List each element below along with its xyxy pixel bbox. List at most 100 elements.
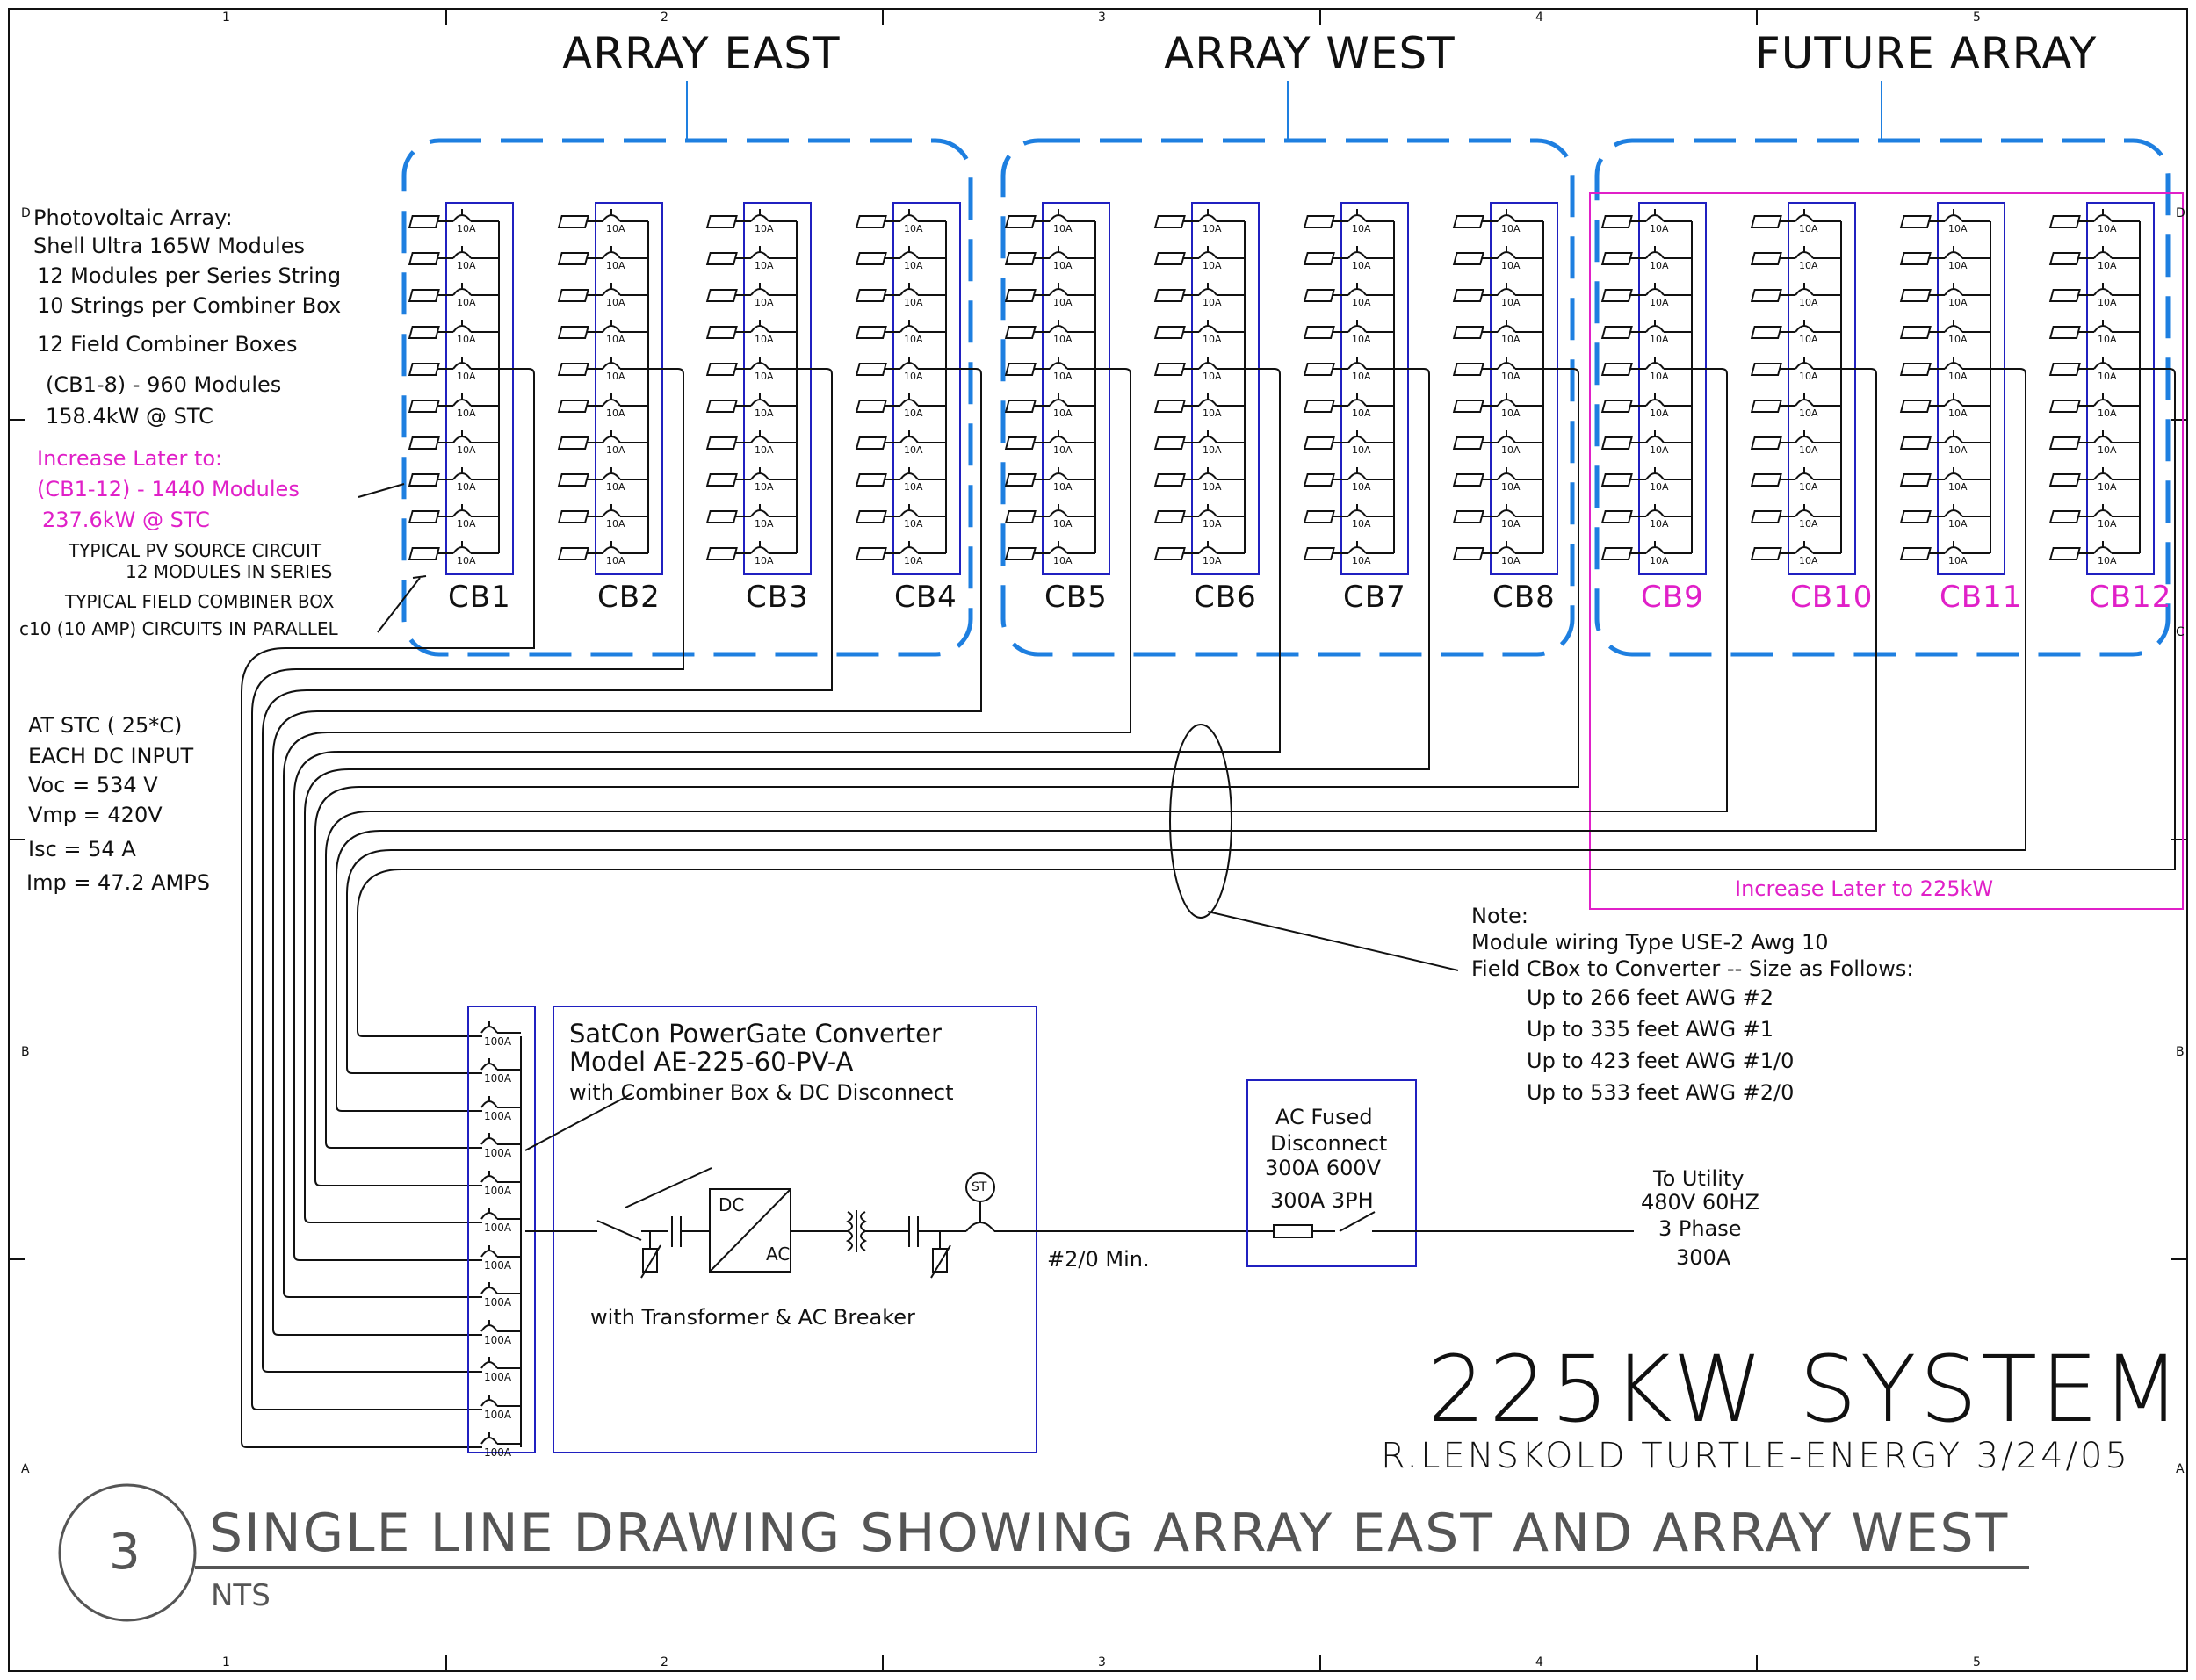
breaker-rating-label: 10A [1948, 260, 1968, 271]
breaker-rating-label: 10A [1799, 444, 1818, 456]
wiring-note-heading: Note: [1471, 904, 1528, 928]
breaker-rating-label: 10A [1352, 297, 1371, 308]
breaker-rating-label: 10A [457, 518, 476, 530]
cb1-label: CB1 [448, 580, 511, 615]
breaker-rating-label: 10A [1053, 223, 1073, 234]
input-breaker-rating-label: 100A [484, 1147, 512, 1159]
breaker-rating-label: 10A [1053, 260, 1073, 271]
ac-disconnect-line-1: AC Fused [1275, 1105, 1373, 1129]
breaker-rating-label: 10A [1650, 518, 1669, 530]
breaker-rating-label: 10A [457, 407, 476, 419]
breaker-rating-label: 10A [457, 297, 476, 308]
breaker-rating-label: 10A [1650, 334, 1669, 345]
ac-fused-disconnect [1246, 1079, 1417, 1267]
cb7-label: CB7 [1343, 580, 1406, 615]
breaker-rating-label: 10A [1352, 481, 1371, 493]
breaker-rating-label: 10A [1352, 444, 1371, 456]
future-array-region [1594, 138, 2171, 657]
breaker-rating-label: 10A [1053, 555, 1073, 566]
breaker-rating-label: 10A [457, 334, 476, 345]
utility-amps: 300A [1676, 1245, 1731, 1270]
breaker-rating-label: 10A [2098, 260, 2117, 271]
breaker-rating-label: 10A [1352, 223, 1371, 234]
breaker-rating-label: 10A [1948, 371, 1968, 382]
breaker-rating-label: 10A [1799, 555, 1818, 566]
breaker-rating-label: 10A [904, 371, 923, 382]
input-breaker-rating-label: 100A [484, 1371, 512, 1383]
array-east-title: ARRAY EAST [562, 28, 841, 79]
home-run-cb6 [293, 368, 1281, 1261]
breaker-rating-label: 10A [606, 371, 625, 382]
breaker-rating-label: 10A [1352, 371, 1371, 382]
breaker-rating-label: 10A [1650, 297, 1669, 308]
breaker-rating-label: 10A [1501, 481, 1521, 493]
grid-col-1-bottom: 1 [222, 1655, 230, 1669]
breaker-rating-label: 10A [457, 481, 476, 493]
grid-col-1-top: 1 [222, 11, 230, 25]
stc-vmp: Vmp = 420V [28, 803, 163, 827]
converter-transformer: with Transformer & AC Breaker [590, 1305, 915, 1330]
breaker-rating-label: 10A [1799, 297, 1818, 308]
increase-module-count: (CB1-12) - 1440 Modules [37, 477, 300, 501]
utility-phase: 3 Phase [1658, 1216, 1742, 1241]
home-run-cb11 [346, 368, 2026, 1074]
grid-row-d-right: D [2176, 206, 2185, 220]
grid-col-5-bottom: 5 [1973, 1655, 1981, 1669]
breaker-rating-label: 10A [904, 555, 923, 566]
breaker-rating-label: 10A [1352, 334, 1371, 345]
cb4-label: CB4 [894, 580, 957, 615]
breaker-rating-label: 10A [1650, 371, 1669, 382]
grid-col-4-top: 4 [1535, 11, 1543, 25]
wire-size-2: Up to 335 feet AWG #1 [1527, 1017, 1774, 1042]
breaker-rating-label: 10A [755, 334, 774, 345]
wire-size-3: Up to 423 feet AWG #1/0 [1527, 1049, 1795, 1073]
combiner-boxes: 10A 10A 10A 10A 10A 10A 10A 10A 10A 10A 10A 10A 10A 1… [408, 202, 2155, 575]
breaker-rating-label: 10A [1501, 260, 1521, 271]
breaker-rating-label: 10A [904, 223, 923, 234]
breaker-rating-label: 10A [1650, 555, 1669, 566]
inverter-ac-label: AC [766, 1244, 791, 1265]
breaker-rating-label: 10A [1501, 444, 1521, 456]
breaker-rating-label: 10A [457, 555, 476, 566]
breaker-rating-label: 10A [1799, 371, 1818, 382]
system-title: 225KW SYSTEM [1427, 1336, 2185, 1443]
breaker-rating-label: 10A [755, 297, 774, 308]
breaker-rating-label: 10A [1799, 334, 1818, 345]
breaker-rating-label: 10A [457, 444, 476, 456]
field-combiner-circuits: c10 (10 AMP) CIRCUITS IN PARALLEL [19, 618, 338, 639]
converter-model: Model AE-225-60-PV-A [569, 1047, 854, 1077]
home-run-cb2 [251, 368, 684, 1410]
ac-disconnect-line-4: 300A 3PH [1270, 1188, 1374, 1213]
grid-row-c-right: C [2176, 625, 2185, 639]
converter-combiner: with Combiner Box & DC Disconnect [569, 1080, 954, 1105]
pv-field-boxes: 12 Field Combiner Boxes [37, 332, 298, 357]
wire-size-4: Up to 533 feet AWG #2/0 [1527, 1080, 1795, 1105]
breaker-rating-label: 10A [1053, 334, 1073, 345]
breaker-rating-label: 10A [2098, 555, 2117, 566]
wire-bundle-marker [1169, 724, 1232, 919]
future-increase-note: Increase Later to 225kW [1735, 876, 1994, 901]
breaker-rating-label: 10A [606, 444, 625, 456]
breaker-rating-label: 10A [904, 518, 923, 530]
breaker-rating-label: 10A [1501, 518, 1521, 530]
breaker-rating-label: 10A [1053, 371, 1073, 382]
cb12-label: CB12 [2089, 580, 2172, 615]
utility-voltage: 480V 60HZ [1641, 1190, 1759, 1215]
breaker-rating-label: 10A [904, 260, 923, 271]
drawing-scale: NTS [211, 1578, 271, 1613]
cb5-label: CB5 [1044, 580, 1108, 615]
breaker-rating-label: 10A [1203, 444, 1222, 456]
breaker-rating-label: 10A [1501, 223, 1521, 234]
breaker-rating-label: 10A [606, 297, 625, 308]
breaker-rating-label: 10A [1203, 297, 1222, 308]
breaker-rating-label: 10A [606, 407, 625, 419]
cb6-label: CB6 [1194, 580, 1257, 615]
stc-heading: AT STC ( 25*C) [28, 713, 183, 738]
array-west-title: ARRAY WEST [1164, 28, 1456, 79]
breaker-rating-label: 10A [457, 223, 476, 234]
breaker-rating-label: 10A [2098, 371, 2117, 382]
